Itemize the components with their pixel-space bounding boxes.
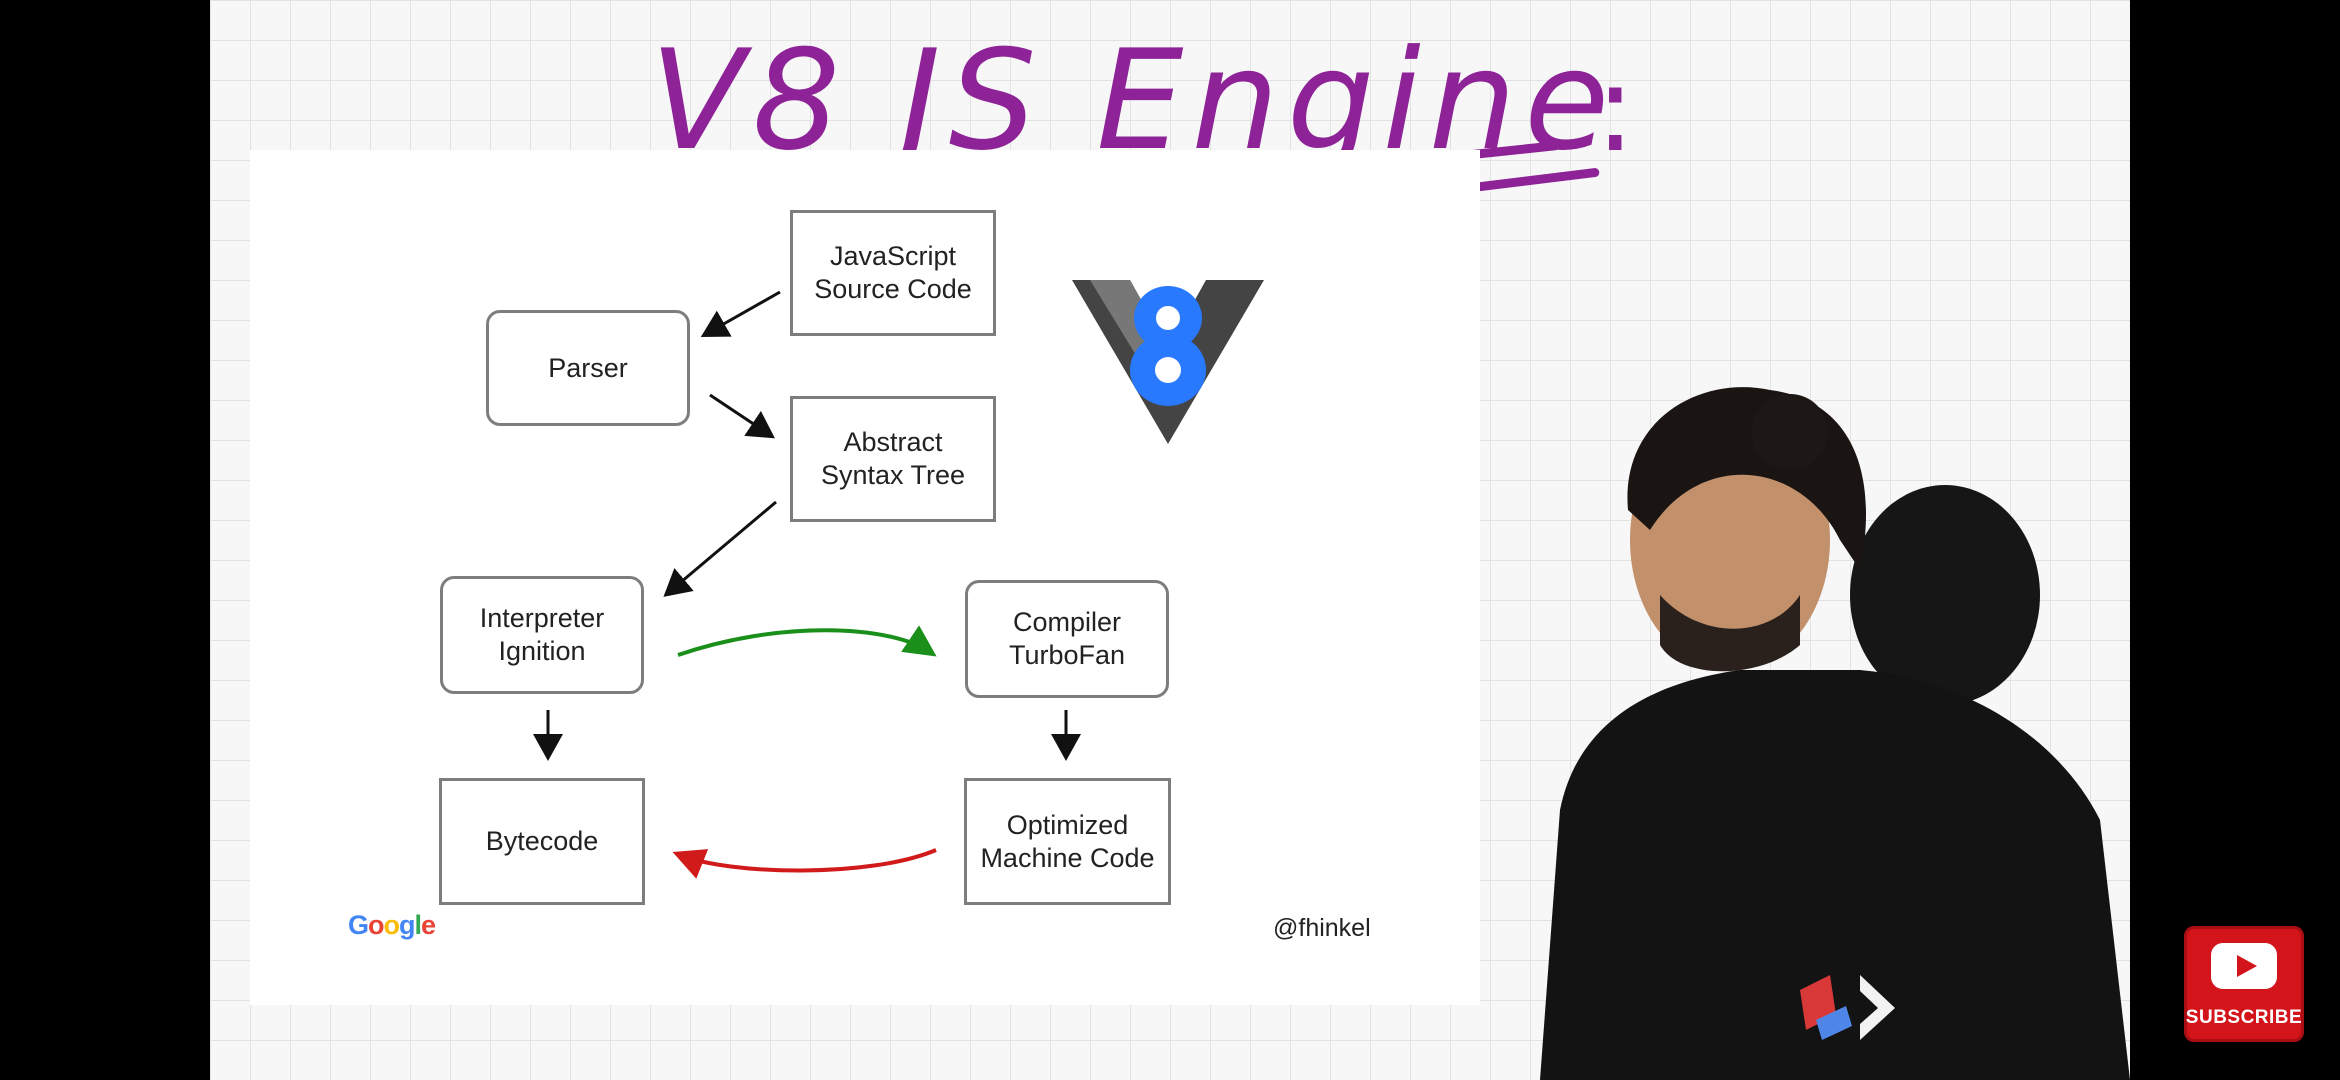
slide: JavaScript Source Code Parser Abstract S… bbox=[250, 150, 1480, 1005]
arrow-parser-to-ast bbox=[709, 393, 775, 439]
subscribe-button[interactable]: SUBSCRIBE bbox=[2184, 926, 2304, 1042]
box-optimized-machine-code: Optimized Machine Code bbox=[964, 778, 1171, 905]
presenter-image bbox=[1540, 387, 2130, 1080]
author-handle: @fhinkel bbox=[1273, 914, 1371, 942]
v8-logo bbox=[1072, 280, 1264, 444]
youtube-play-icon bbox=[2211, 943, 2277, 989]
box-interpreter-ignition: Interpreter Ignition bbox=[440, 576, 644, 694]
box-javascript-source-code: JavaScript Source Code bbox=[790, 210, 996, 336]
google-logo: Google bbox=[348, 910, 436, 940]
title-colon: : bbox=[1595, 40, 1636, 179]
arrow-source-to-parser bbox=[700, 290, 781, 337]
arrow-interpreter-to-compiler bbox=[677, 625, 937, 657]
subscribe-label: SUBSCRIBE bbox=[2185, 1007, 2303, 1028]
box-compiler-turbofan: Compiler TurboFan bbox=[965, 580, 1169, 698]
box-parser: Parser bbox=[486, 310, 690, 426]
box-bytecode: Bytecode bbox=[439, 778, 645, 905]
flow-arrows bbox=[533, 290, 1081, 879]
video-frame[interactable]: V8 JS Engine : JavaScri bbox=[210, 0, 2130, 1080]
arrow-ast-to-interpreter bbox=[663, 500, 777, 597]
box-abstract-syntax-tree: Abstract Syntax Tree bbox=[790, 396, 996, 522]
arrow-machine-to-bytecode bbox=[672, 848, 937, 879]
